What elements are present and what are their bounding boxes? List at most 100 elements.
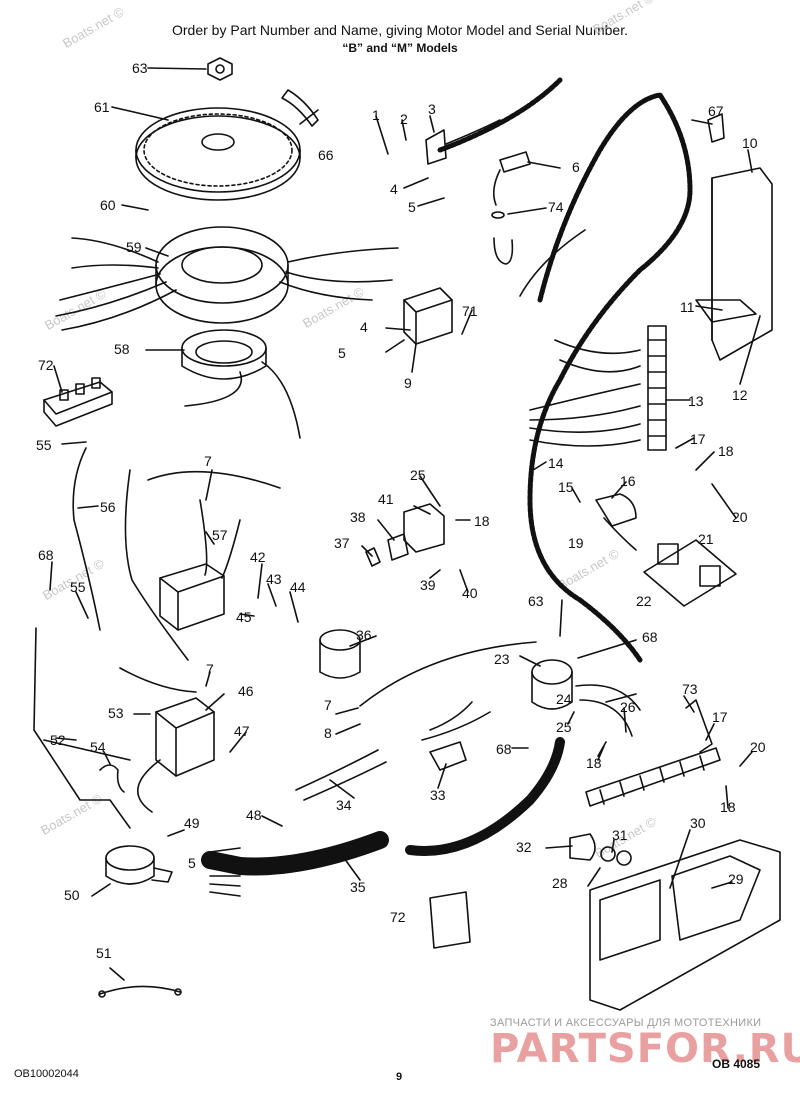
callout-12: 12 <box>732 387 748 403</box>
solenoid-part <box>531 659 573 710</box>
callout-50: 50 <box>64 887 80 903</box>
callout-18: 18 <box>474 513 490 529</box>
callout-47: 47 <box>234 723 250 739</box>
callout-3: 3 <box>428 101 436 117</box>
shop-watermark-logo: PARTSFOR.RU <box>490 1026 800 1072</box>
callout-18: 18 <box>586 755 602 771</box>
callout-7: 7 <box>204 453 212 469</box>
callout-25: 25 <box>556 719 572 735</box>
callout-37: 37 <box>334 535 350 551</box>
flywheel-nut <box>207 57 233 81</box>
callout-28: 28 <box>552 875 568 891</box>
callout-4: 4 <box>360 319 368 335</box>
callout-62: 63 <box>132 60 148 76</box>
callout-30: 30 <box>690 815 706 831</box>
callout-20: 20 <box>750 739 766 755</box>
key-part <box>281 89 319 127</box>
callout-72: 72 <box>38 357 54 373</box>
shop-watermark-caption: ЗАПЧАСТИ И АКСЕССУАРЫ ДЛЯ МОТОТЕХНИКИ <box>490 1017 762 1029</box>
callout-63: 63 <box>528 593 544 609</box>
stator-part <box>155 226 289 324</box>
callout-26: 26 <box>620 699 636 715</box>
callout-40: 40 <box>462 585 478 601</box>
callout-46: 46 <box>238 683 254 699</box>
header-instruction: Order by Part Number and Name, giving Mo… <box>172 22 628 38</box>
callout-labels: 63 61 66 60 59 58 72 55 56 68 55 52 54 5… <box>36 60 766 961</box>
callout-16: 16 <box>620 473 636 489</box>
callout-24: 24 <box>556 691 572 707</box>
callout-31: 31 <box>612 827 628 843</box>
callout-60: 60 <box>100 197 116 213</box>
callout-19: 19 <box>568 535 584 551</box>
harness-35 <box>201 831 389 876</box>
callout-68: 68 <box>642 629 658 645</box>
callout-59: 59 <box>126 239 142 255</box>
callout-44: 44 <box>290 579 306 595</box>
header-models: “B” and “M” Models <box>342 41 458 55</box>
terminal-block-73 <box>585 747 721 807</box>
callout-51: 51 <box>96 945 112 961</box>
callout-54: 54 <box>90 739 106 755</box>
callout-14: 14 <box>548 455 564 471</box>
callout-36: 36 <box>356 627 372 643</box>
callout-11: 11 <box>680 299 695 315</box>
callout-71: 72 <box>390 909 406 925</box>
clip-part <box>707 113 725 143</box>
callout-61: 61 <box>94 99 110 115</box>
callout-18: 18 <box>718 443 734 459</box>
callout-17: 17 <box>712 709 728 725</box>
callout-45: 45 <box>236 609 252 625</box>
callout-52: 52 <box>50 732 66 748</box>
terminal-block-13 <box>647 325 667 451</box>
callout-26: 25 <box>410 467 426 483</box>
callout-5: 5 <box>408 199 416 215</box>
callout-67: 66 <box>318 147 334 163</box>
part-50 <box>105 845 173 885</box>
callout-2: 2 <box>400 111 408 127</box>
callout-8: 8 <box>324 725 332 741</box>
callout-74: 74 <box>548 199 564 215</box>
trigger-part <box>181 329 267 380</box>
callout-7: 7 <box>324 697 332 713</box>
callout-43: 43 <box>266 571 282 587</box>
callout-58: 58 <box>114 341 130 357</box>
power-pack-45 <box>159 563 225 631</box>
callout-1: 1 <box>372 107 380 123</box>
callout-68: 68 <box>496 741 512 757</box>
callout-7: 7 <box>206 661 214 677</box>
callout-20: 20 <box>732 509 748 525</box>
callout-29: 29 <box>728 871 744 887</box>
callout-34: 34 <box>336 797 352 813</box>
power-pack-46 <box>155 697 215 777</box>
callout-35: 35 <box>350 879 366 895</box>
callout-15: 15 <box>558 479 574 495</box>
callout-70: 71 <box>462 303 478 319</box>
callout-9: 9 <box>404 375 412 391</box>
callout-66: 67 <box>708 103 724 119</box>
callout-6: 6 <box>572 159 580 175</box>
callout-18: 18 <box>720 799 736 815</box>
callout-48: 48 <box>246 807 262 823</box>
callout-13: 13 <box>688 393 704 409</box>
callout-10: 10 <box>742 135 758 151</box>
flywheel-part <box>135 107 301 201</box>
decal-71 <box>429 891 471 949</box>
callout-17: 17 <box>690 431 706 447</box>
callout-33: 33 <box>430 787 446 803</box>
footer-right-code: OB 4085 <box>712 1057 761 1071</box>
callout-57: 57 <box>212 527 228 543</box>
bracket-part <box>695 167 773 361</box>
page-number: 9 <box>396 1071 403 1083</box>
terminal-block-72 <box>43 377 113 427</box>
footer-left-code: OB10002044 <box>14 1068 79 1080</box>
callout-22: 22 <box>636 593 652 609</box>
callout-21: 21 <box>698 531 714 547</box>
rectifier-part <box>403 287 453 345</box>
callout-49: 49 <box>184 815 200 831</box>
callout-38: 38 <box>350 509 366 525</box>
callout-5: 5 <box>338 345 346 361</box>
callout-42: 42 <box>250 549 266 565</box>
callout-53: 53 <box>108 705 124 721</box>
callout-55: 55 <box>70 579 86 595</box>
